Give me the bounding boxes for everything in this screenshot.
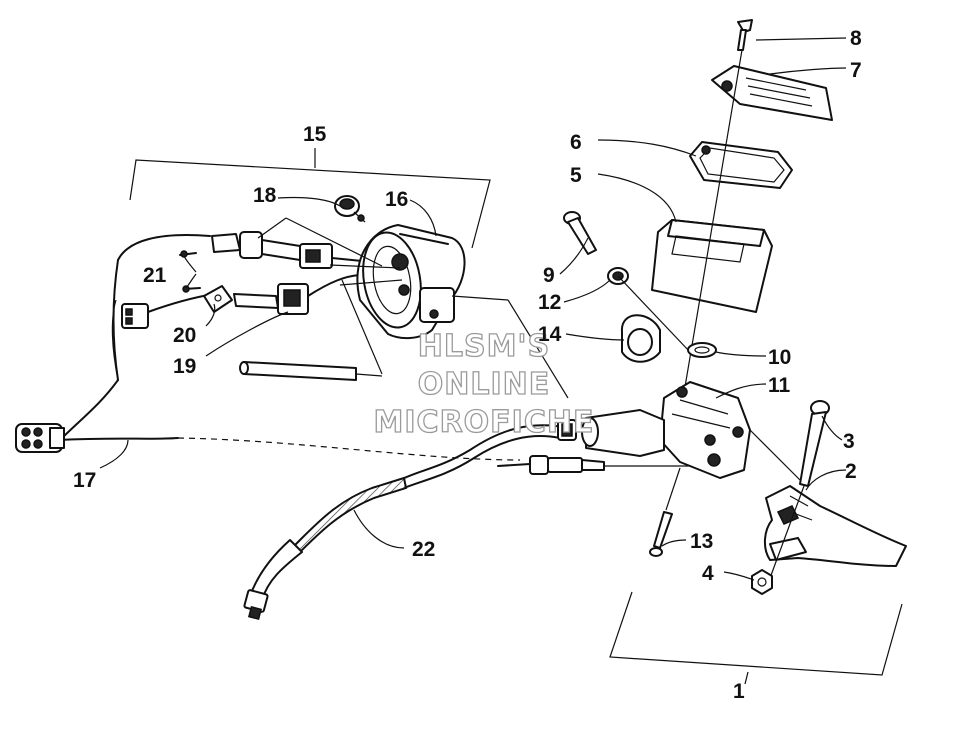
callout-18: 18 [253,184,277,207]
watermark: HLSM'S ONLINE MICROFICHE [373,328,595,440]
callout-10: 10 [768,346,791,369]
callout-7: 7 [850,59,862,82]
knob-18 [334,195,366,223]
brake-switch [497,455,690,475]
callout-19: 19 [173,355,196,378]
banjo-fitting [557,419,577,441]
callout-1: 1 [733,680,745,703]
callout-numbers: 1 2 3 4 5 6 7 8 9 10 11 12 13 14 15 16 1… [73,27,862,703]
switch-housing-16 [329,224,466,340]
callout-8: 8 [850,27,862,50]
callout-3: 3 [843,430,855,453]
washer-10 [687,342,717,358]
group-bracket-1 [609,591,903,685]
callout-6: 6 [570,131,582,154]
screw-13 [649,467,681,557]
watermark-line-2: ONLINE [418,367,551,402]
callout-22: 22 [412,538,435,561]
callout-leaders [99,37,847,581]
callout-15: 15 [303,123,327,146]
connector-upper [211,231,373,269]
cover-7 [711,65,833,121]
callout-9: 9 [543,264,555,287]
callout-20: 20 [173,324,196,347]
connector-plug-left [121,293,215,329]
housing-leader-lines [257,217,569,399]
callout-4: 4 [702,562,714,585]
watermark-line-1: HLSM'S [418,329,550,364]
callout-14: 14 [538,323,562,346]
callout-5: 5 [570,164,582,187]
callout-21: 21 [143,264,167,287]
axis-line [675,49,743,441]
reservoir-5 [651,219,773,313]
clamp-14 [620,314,661,363]
nut-4 [751,569,773,595]
callout-2: 2 [845,460,857,483]
bolt-9 [563,211,597,255]
callout-12: 12 [538,291,561,314]
connector-19 [233,274,361,315]
connector-17 [15,423,65,453]
screw-8 [737,19,753,51]
wiring-harness [57,234,521,461]
brake-hose-22 [243,424,569,621]
callout-11: 11 [768,374,791,397]
callout-17: 17 [73,469,96,492]
lever-2 [764,485,907,567]
watermark-line-3: MICROFICHE [374,405,595,440]
callout-13: 13 [690,530,713,553]
bolt-3 [769,400,830,579]
group-bracket-15 [129,148,491,249]
master-cylinder-11 [581,381,801,481]
gasket-6 [689,141,793,189]
sleeve-tube [239,361,383,381]
bracket-20 [203,285,233,313]
callout-16: 16 [385,188,408,211]
washer-12 [607,267,691,353]
screw-21 [179,250,201,293]
